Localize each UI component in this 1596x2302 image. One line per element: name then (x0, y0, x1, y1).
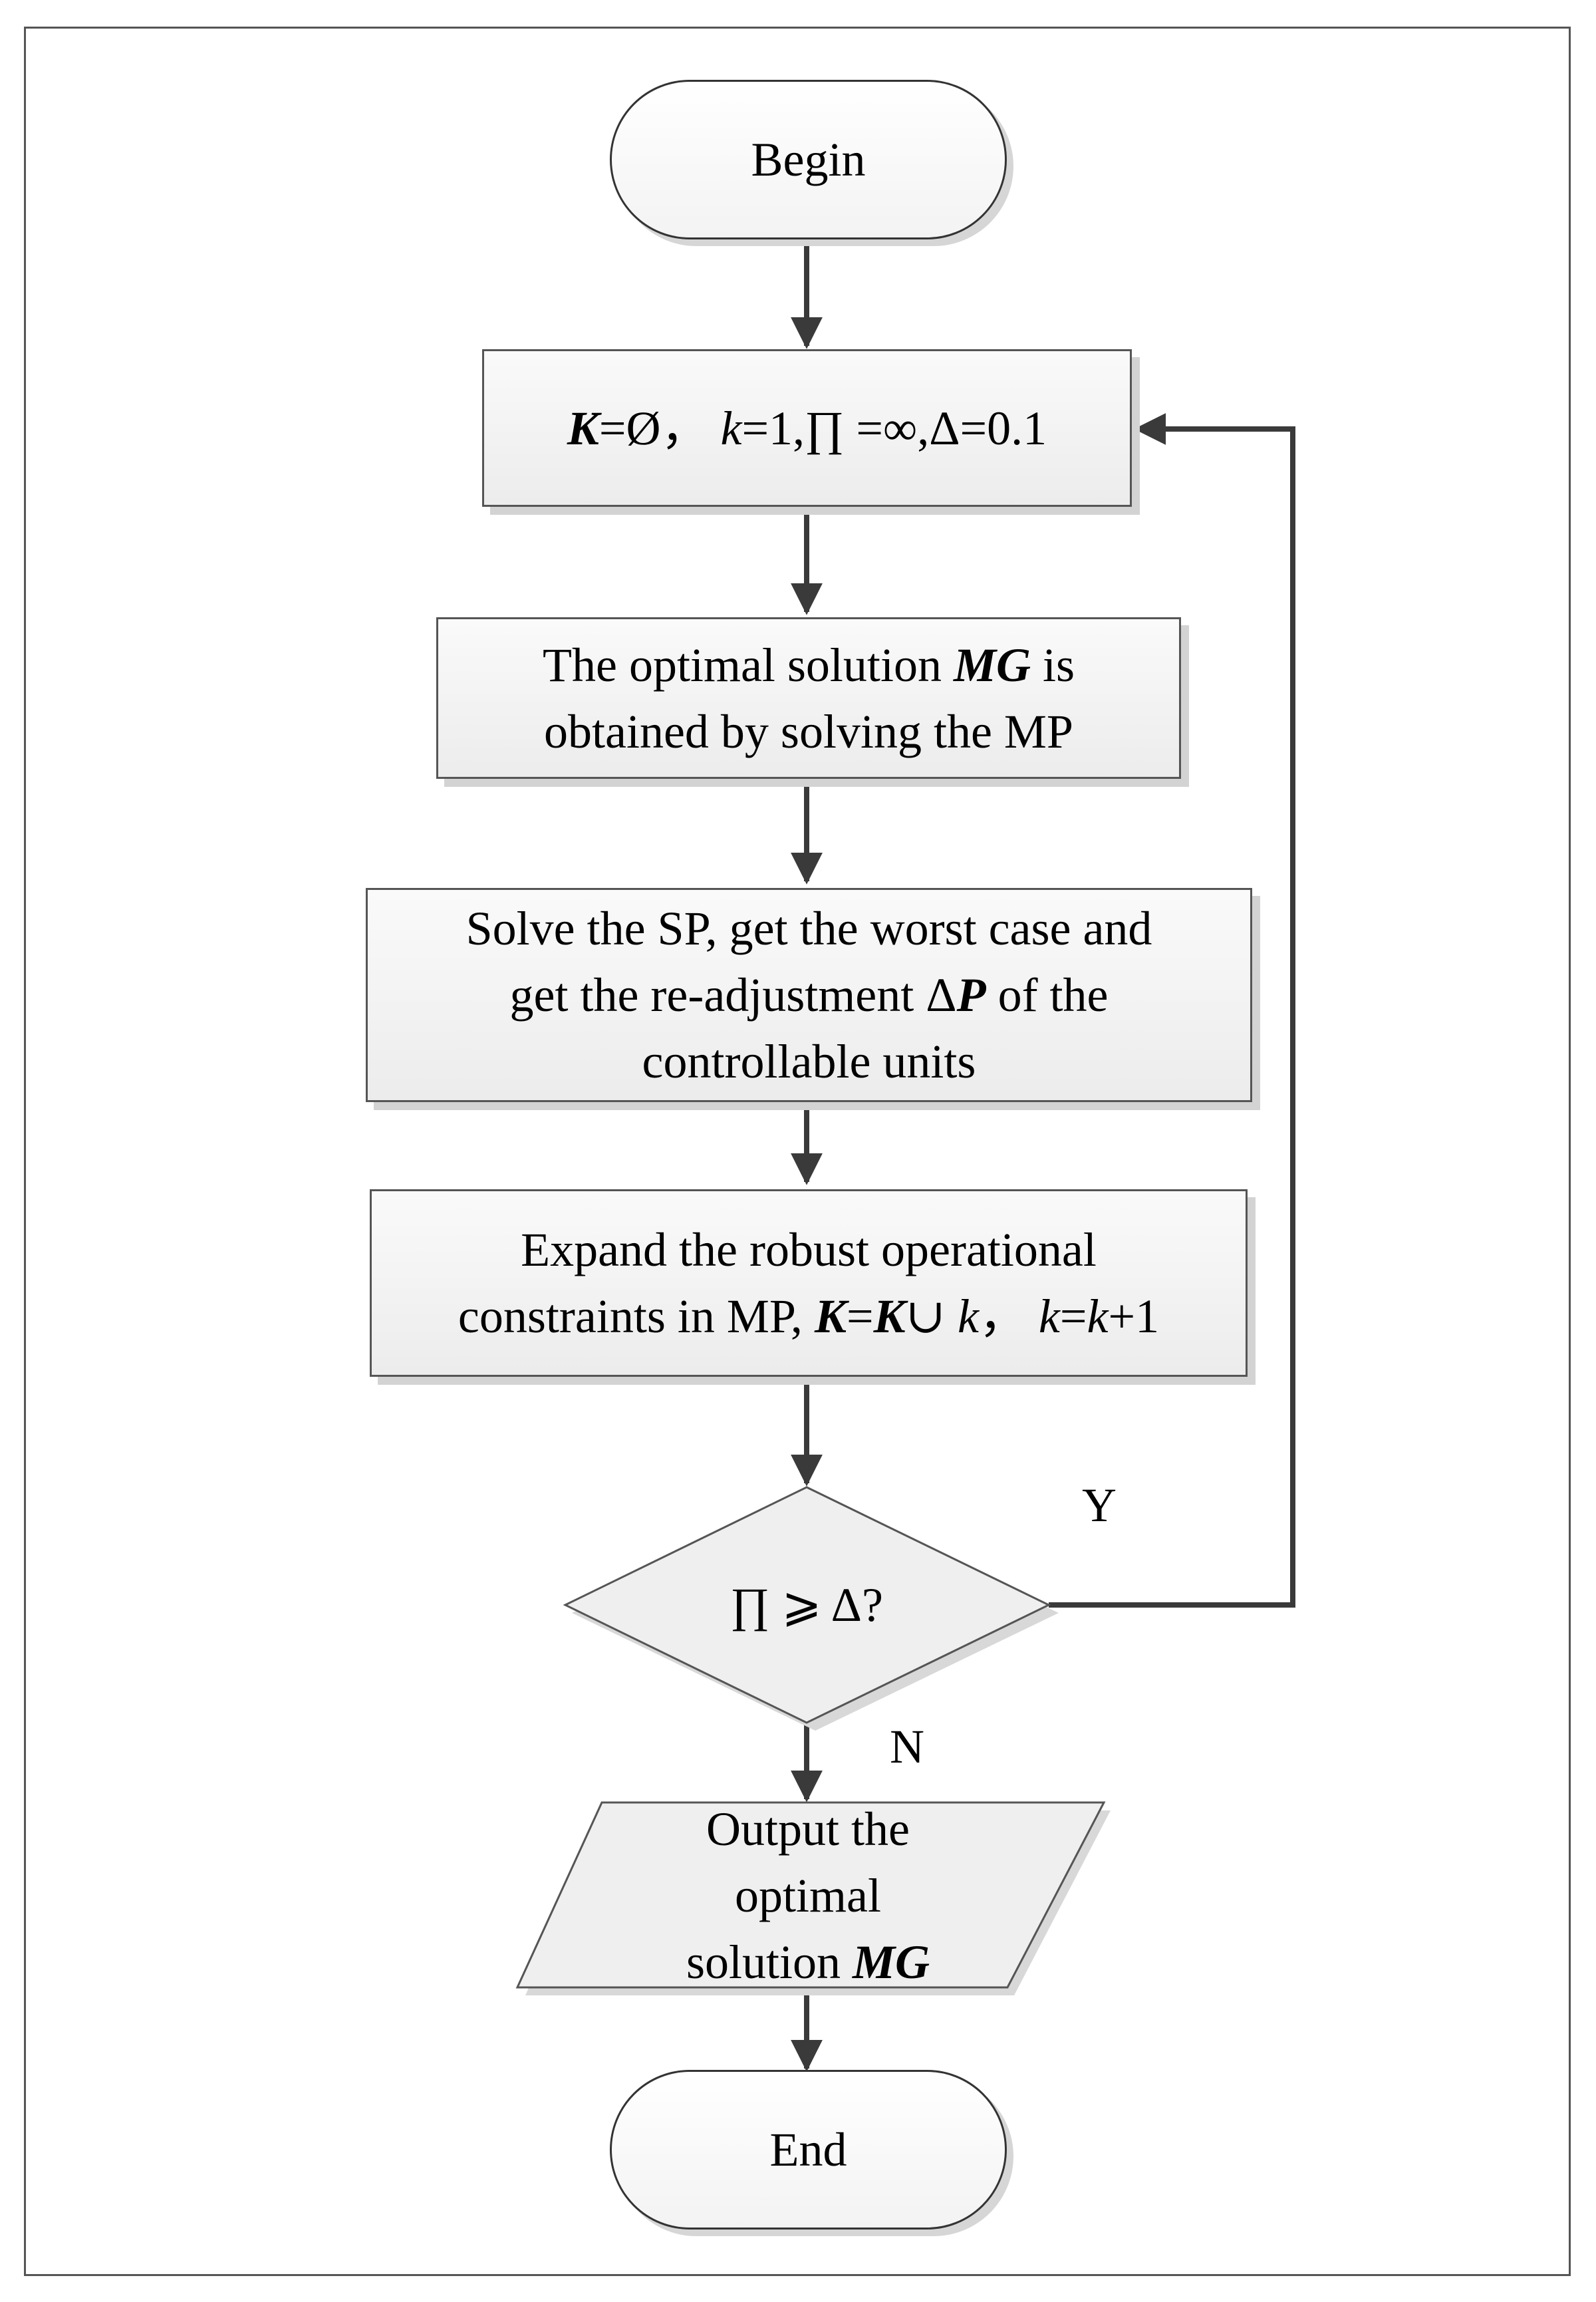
expand-cup: ∪ (905, 1290, 946, 1343)
init-K: K (567, 401, 599, 455)
decision-label: ∏ ⩾ Δ? (730, 1578, 883, 1632)
output-line3a: solution (686, 1936, 853, 1989)
sp-line1: Solve the SP, get the worst case and (466, 902, 1152, 955)
edge-loop-yes (1049, 413, 1295, 1608)
init-process: K=Ø， k=1,∏ =∞,Δ=0.1 (482, 349, 1132, 507)
expand-line1: Expand the robust operational (521, 1223, 1097, 1276)
output-parallelogram (515, 1801, 1106, 1989)
mp-line1b: is (1030, 638, 1075, 692)
expand-line2a: constraints in MP, (458, 1290, 815, 1343)
output-line1: Output the (706, 1802, 910, 1856)
sp-line3: controllable units (642, 1035, 976, 1088)
mp-MG: MG (953, 638, 1031, 692)
expand-eq2: = (1059, 1290, 1087, 1343)
output-text: Output the optimal solution MG (598, 1796, 1017, 1995)
edge-label-yes: Y (1082, 1479, 1117, 1532)
expand-k1: k (957, 1290, 979, 1343)
diagram-frame (24, 27, 1571, 2276)
expand-process: Expand the robust operational constraint… (370, 1189, 1248, 1377)
end-label: End (769, 2123, 847, 2176)
begin-terminal: Begin (610, 80, 1007, 239)
expand-eq: = (846, 1290, 874, 1343)
begin-label: Begin (751, 133, 866, 186)
sp-line2b: of the (986, 968, 1109, 1022)
expand-sep: ， (978, 1290, 1027, 1343)
expand-k3: k (1087, 1290, 1109, 1343)
decision-text: ∏ ⩾ Δ? (652, 1570, 962, 1640)
expand-label: Expand the robust operational constraint… (458, 1217, 1159, 1350)
edge-label-no: N (890, 1720, 924, 1773)
expand-K1: K (814, 1290, 847, 1343)
output-MG: MG (853, 1936, 930, 1989)
sp-process: Solve the SP, get the worst case and get… (366, 888, 1252, 1102)
init-label: K=Ø， k=1,∏ =∞,Δ=0.1 (567, 395, 1047, 462)
init-k: k (720, 401, 742, 455)
end-terminal: End (610, 2070, 1007, 2230)
sp-P: P (956, 968, 986, 1022)
expand-plus: +1 (1108, 1290, 1160, 1343)
mp-process: The optimal solution MG is obtained by s… (436, 617, 1181, 779)
decision-diamond (563, 1486, 1051, 1724)
expand-K2: K (873, 1290, 906, 1343)
init-eq1: =Ø， (598, 401, 709, 455)
mp-line1a: The optimal solution (543, 638, 954, 692)
sp-line2a: get the re-adjustment Δ (509, 968, 957, 1022)
output-line2: optimal (735, 1869, 881, 1922)
output-label: Output the optimal solution MG (686, 1796, 930, 1995)
mp-line2: obtained by solving the MP (544, 704, 1073, 758)
sp-label: Solve the SP, get the worst case and get… (466, 895, 1152, 1095)
expand-k2: k (1038, 1290, 1060, 1343)
mp-label: The optimal solution MG is obtained by s… (543, 632, 1075, 765)
init-rest: =1,∏ =∞,Δ=0.1 (741, 401, 1047, 455)
